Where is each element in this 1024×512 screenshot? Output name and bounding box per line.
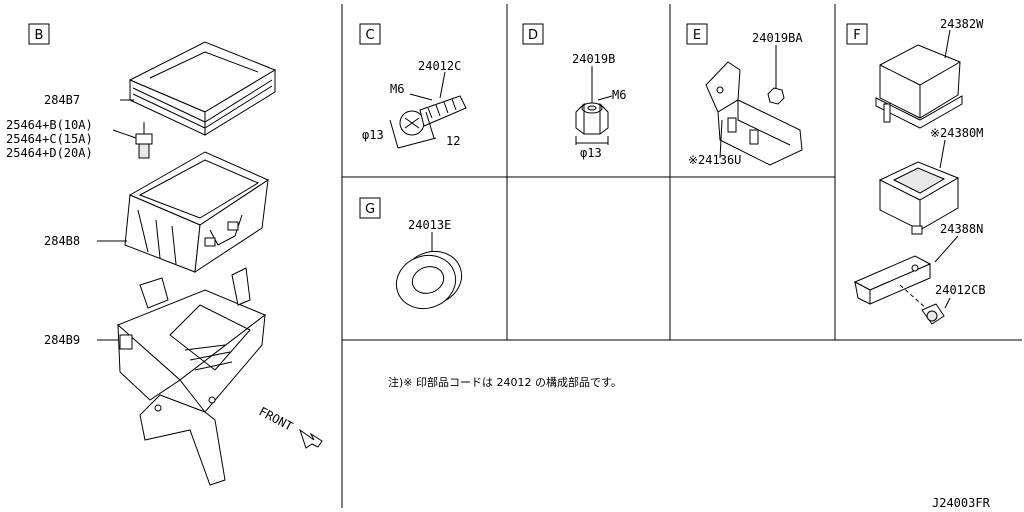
section-label-e: E (686, 23, 708, 45)
footnote-text: 注)※ 印部品コードは 24012 の構成部品です。 (388, 375, 622, 389)
grommet-24013e-drawing (395, 251, 463, 309)
label-24019ba: 24019BA (752, 31, 803, 45)
nut-24019b-drawing (575, 102, 609, 135)
svg-text:B: B (35, 28, 44, 43)
label-24388n: 24388N (940, 222, 983, 236)
section-label-g: G (359, 197, 381, 219)
svg-text:E: E (693, 28, 701, 43)
bolt-24012cb-drawing (899, 284, 945, 325)
label-c-d13: φ13 (362, 128, 384, 142)
label-d-m6: M6 (612, 88, 626, 102)
svg-text:D: D (528, 28, 538, 43)
frame-24380m-drawing (878, 161, 960, 235)
label-24019b: 24019B (572, 52, 615, 66)
cover-284b7-drawing (128, 41, 277, 136)
fuse-drawing (135, 122, 153, 159)
label-24136u: ※24136U (688, 153, 741, 167)
label-d-d13: φ13 (580, 146, 602, 160)
section-label-b: B (28, 23, 50, 45)
section-label-c: C (359, 23, 381, 45)
front-arrow-icon (299, 428, 323, 449)
section-dividers (341, 4, 1022, 508)
label-25464d: 25464+D(20A) (6, 146, 93, 160)
label-24012c: 24012C (418, 59, 461, 73)
label-24380m: ※24380M (930, 126, 983, 140)
svg-text:F: F (853, 28, 860, 43)
nut-24019ba-drawing (767, 87, 785, 105)
label-284b9: 284B9 (44, 333, 80, 347)
label-24013e: 24013E (408, 218, 451, 232)
label-c-12: 12 (446, 134, 460, 148)
svg-text:C: C (365, 28, 374, 43)
diagram-code: J24003FR (932, 496, 991, 510)
label-c-m6: M6 (390, 82, 404, 96)
section-label-d: D (522, 23, 544, 45)
bracket-24388n-drawing (853, 255, 932, 305)
bracket-24136u-drawing (705, 61, 803, 166)
svg-text:G: G (365, 202, 375, 217)
section-label-f: F (846, 23, 868, 45)
box-284b8-drawing (124, 151, 270, 273)
label-284b8: 284B8 (44, 234, 80, 248)
label-24382w: 24382W (940, 17, 984, 31)
bolt-24012c-drawing (399, 95, 467, 136)
label-284b7: 284B7 (44, 93, 80, 107)
label-25464b: 25464+B(10A) (6, 118, 93, 132)
bracket-284b9-drawing (117, 267, 266, 486)
label-24012cb: 24012CB (935, 283, 986, 297)
label-25464c: 25464+C(15A) (6, 132, 93, 146)
cover-24382w-drawing (875, 44, 963, 129)
label-front: FRONT (257, 404, 295, 433)
